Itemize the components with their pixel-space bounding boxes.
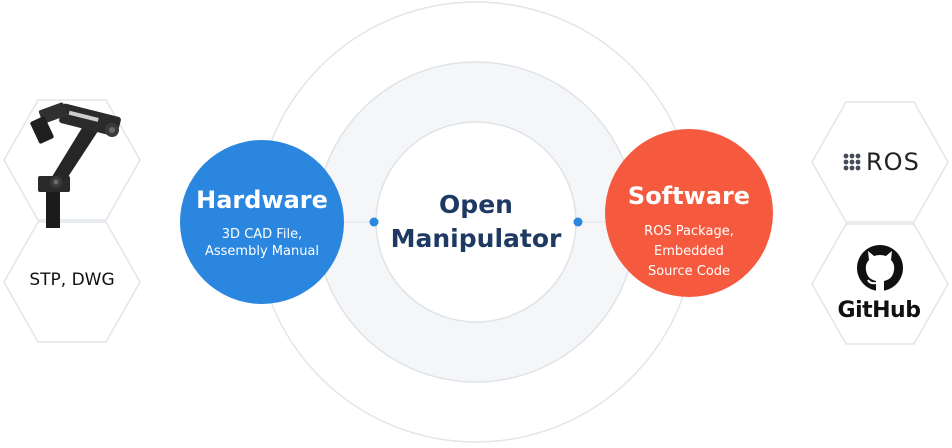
software-title: Software (627, 182, 751, 210)
software-subtitle-line2: Embedded (654, 244, 724, 259)
software-subtitle-line3: Source Code (647, 264, 731, 279)
connector-dot-right (573, 217, 583, 227)
software-subtitle: ROS Package, Embedded Source Code (607, 222, 771, 282)
hardware-subtitle-line1: 3D CAD File, (221, 227, 303, 242)
hardware-subtitle: 3D CAD File, Assembly Manual (180, 226, 344, 260)
connector-dot-left (369, 217, 379, 227)
robot-arm-icon (30, 102, 121, 228)
github-octocat-icon (857, 245, 903, 291)
software-circle (605, 129, 773, 297)
ros-label: ROS (866, 148, 920, 176)
software-subtitle-line1: ROS Package, (644, 224, 734, 239)
github-label: GitHub (837, 298, 921, 323)
hardware-subtitle-line2: Assembly Manual (204, 244, 320, 259)
hex-stp-dwg (3, 221, 141, 343)
hardware-circle (180, 140, 344, 304)
stp-dwg-label: STP, DWG (29, 270, 115, 290)
center-title-line1: Open (439, 190, 513, 219)
center-title: Open Manipulator (376, 188, 576, 256)
center-title-line2: Manipulator (390, 224, 562, 253)
ros-dots-icon (843, 153, 861, 171)
hex-ros (811, 101, 949, 223)
hardware-title: Hardware (196, 186, 328, 214)
